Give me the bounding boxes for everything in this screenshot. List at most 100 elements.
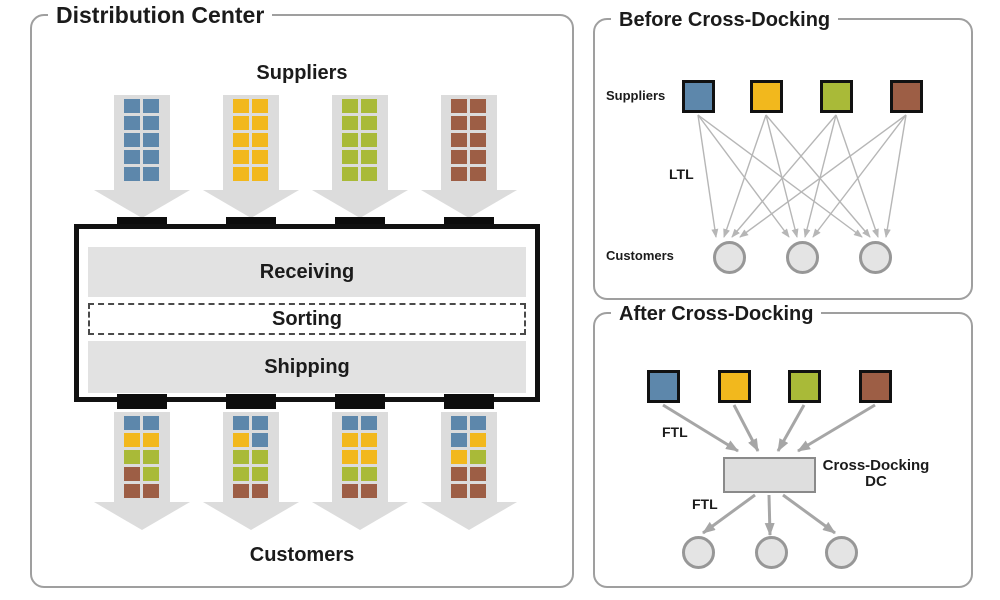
pallet-unit-green — [143, 467, 159, 481]
pallet-unit-brown — [470, 150, 486, 164]
dock-door — [444, 394, 494, 409]
pallet-unit-blue — [451, 433, 467, 447]
shipment-arrow — [883, 114, 907, 238]
pallet-unit-yellow — [233, 433, 249, 447]
pallet-unit-brown — [470, 467, 486, 481]
shipment-arrow — [803, 114, 837, 238]
pallet-unit-blue — [143, 99, 159, 113]
before-suppliers-label: Suppliers — [606, 88, 666, 103]
pallet-unit-brown — [124, 484, 140, 498]
pallet-unit-blue — [143, 416, 159, 430]
pallet-arrow-shaft — [223, 95, 279, 190]
pallet-unit-blue — [451, 416, 467, 430]
panel-before-cross-docking: Before Cross-Docking Suppliers LTL Custo… — [593, 7, 973, 300]
pallet-unit-brown — [470, 116, 486, 130]
pallet-unit-blue — [361, 416, 377, 430]
pallet-unit-green — [342, 116, 358, 130]
pallet-unit-blue — [124, 150, 140, 164]
pallet-unit-brown — [470, 99, 486, 113]
pallet-unit-yellow — [342, 450, 358, 464]
shipment-arrow — [702, 493, 756, 535]
supplier-node-green — [820, 80, 853, 113]
pallet-unit-green — [361, 133, 377, 147]
ftl-inbound-label: FTL — [662, 424, 688, 440]
shipment-arrow — [731, 114, 837, 238]
pallet-unit-blue — [252, 433, 268, 447]
pallet-unit-blue — [143, 133, 159, 147]
cross-docking-dc-label-line2: DC — [865, 473, 887, 490]
pallet-arrow-head — [421, 190, 517, 218]
pallet-unit-yellow — [252, 99, 268, 113]
pallet-unit-green — [233, 467, 249, 481]
panel-title-after-cross-docking: After Cross-Docking — [611, 301, 822, 327]
dock-door — [226, 394, 276, 409]
ftl-outbound-label: FTL — [692, 496, 718, 512]
pallet-unit-yellow — [252, 167, 268, 181]
pallet-unit-brown — [451, 484, 467, 498]
pallet-arrow-head — [94, 190, 190, 218]
panel-after-cross-docking: After Cross-Docking FTL Cross-Docking DC… — [593, 301, 973, 588]
shipping-zone: Shipping — [88, 341, 526, 393]
pallet-arrow-shaft — [332, 95, 388, 190]
pallet-unit-blue — [124, 99, 140, 113]
receiving-label: Receiving — [259, 261, 355, 283]
pallet-unit-blue — [124, 167, 140, 181]
pallet-arrow-shaft — [114, 95, 170, 190]
customer-node — [713, 241, 746, 274]
panel-title-distribution-center: Distribution Center — [48, 2, 273, 28]
shipment-arrow — [732, 404, 760, 452]
pallet-unit-green — [233, 450, 249, 464]
shipment-arrow — [812, 114, 907, 238]
pallet-arrow-shaft — [441, 95, 497, 190]
panel-title-before-cross-docking: Before Cross-Docking — [611, 7, 839, 33]
pallet-unit-brown — [470, 133, 486, 147]
receiving-zone: Receiving — [88, 247, 526, 297]
shipment-arrow — [782, 493, 836, 535]
pallet-unit-green — [361, 167, 377, 181]
pallet-arrow-head — [312, 190, 408, 218]
pallet-arrow-head — [203, 190, 299, 218]
supplier-node-blue — [682, 80, 715, 113]
shipment-arrow — [835, 114, 879, 238]
sorting-label: Sorting — [272, 308, 342, 330]
pallet-unit-yellow — [252, 133, 268, 147]
pallet-unit-green — [342, 150, 358, 164]
pallet-unit-green — [361, 150, 377, 164]
pallet-unit-blue — [124, 416, 140, 430]
pallet-unit-yellow — [451, 450, 467, 464]
supplier-node-blue — [647, 370, 680, 403]
pallet-unit-brown — [143, 484, 159, 498]
pallet-unit-brown — [124, 467, 140, 481]
customer-node — [859, 241, 892, 274]
pallet-unit-green — [342, 133, 358, 147]
pallet-unit-green — [361, 99, 377, 113]
shipment-arrow — [765, 114, 799, 238]
pallet-unit-brown — [451, 133, 467, 147]
dock-door — [117, 394, 167, 409]
pallet-unit-brown — [361, 484, 377, 498]
pallet-unit-yellow — [143, 433, 159, 447]
sorting-zone: Sorting — [88, 303, 526, 335]
customer-node — [825, 536, 858, 569]
pallet-unit-brown — [252, 484, 268, 498]
pallet-unit-yellow — [233, 133, 249, 147]
pallet-unit-green — [124, 450, 140, 464]
pallet-unit-yellow — [124, 433, 140, 447]
pallet-unit-brown — [470, 167, 486, 181]
dc-building-box: Receiving Sorting Shipping — [74, 224, 540, 402]
customer-pallet — [203, 412, 299, 530]
pallet-unit-yellow — [342, 433, 358, 447]
pallet-unit-yellow — [361, 433, 377, 447]
shipment-arrow — [697, 114, 719, 238]
shipment-arrow — [739, 114, 907, 238]
pallet-unit-blue — [470, 416, 486, 430]
customer-pallet — [312, 412, 408, 530]
pallet-unit-brown — [233, 484, 249, 498]
pallet-unit-blue — [143, 116, 159, 130]
pallet-unit-brown — [451, 467, 467, 481]
customer-node — [682, 536, 715, 569]
pallet-unit-yellow — [361, 450, 377, 464]
shipment-arrow — [764, 494, 775, 536]
pallet-unit-yellow — [233, 150, 249, 164]
